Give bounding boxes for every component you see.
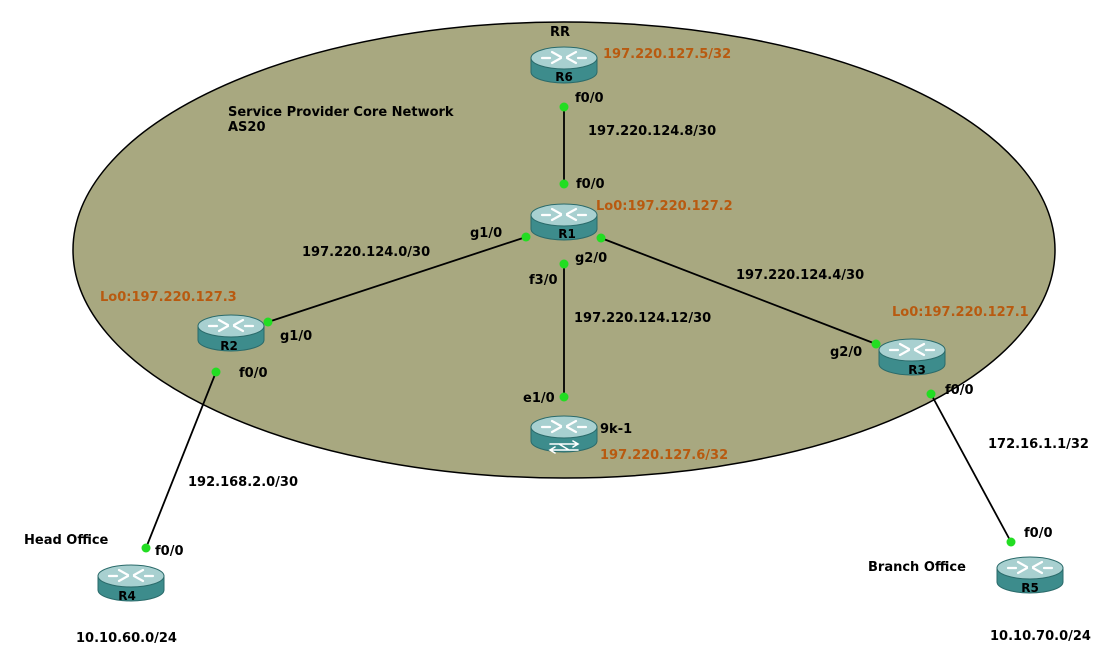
router-r5-name: R5 [1021,581,1039,595]
port-dots [141,102,1016,553]
r5-port-f00-label: f0/0 [1024,526,1053,541]
link-r1-r3 [600,237,877,345]
r6-loopback-label: 197.220.127.5/32 [603,47,731,62]
subnet-r3-r5-label: 172.16.1.1/32 [988,437,1089,452]
r6-role-label: RR [550,25,570,40]
r2-port-g10-label: g1/0 [280,329,312,344]
switch-name-label: 9k-1 [600,422,632,437]
r1-port-f00-label: f0/0 [576,177,605,192]
r3-port-g20-label: g2/0 [830,345,862,360]
router-r4-name: R4 [118,589,136,603]
head-office-lan-label: 10.10.60.0/24 [76,631,177,646]
r4-port-f00-label: f0/0 [155,544,184,559]
port-dot [1006,537,1016,547]
router-r1[interactable]: R1 [529,202,599,242]
subnet-r1-r2-label: 197.220.124.0/30 [302,245,430,260]
port-dot [871,339,881,349]
r3-port-f00-label: f0/0 [945,383,974,398]
port-dot [596,233,606,243]
port-dot [263,317,273,327]
r6-port-label: f0/0 [575,91,604,106]
port-dot [559,102,569,112]
switch-port-e10-label: e1/0 [523,391,555,406]
r1-port-f30-label: f3/0 [529,273,558,288]
router-r3[interactable]: R3 [877,337,947,377]
r3-loopback-label: Lo0:197.220.127.1 [892,305,1029,320]
switch-9k-1[interactable] [529,414,599,455]
subnet-r6-r1-label: 197.220.124.8/30 [588,124,716,139]
link-r2-r4 [145,371,217,549]
router-r2-name: R2 [220,339,238,353]
router-r6-name: R6 [555,70,573,84]
port-dot [141,543,151,553]
link-r3-r5 [930,393,1012,543]
router-r2[interactable]: R2 [196,313,266,353]
subnet-r1-sw-label: 197.220.124.12/30 [574,311,711,326]
router-r6[interactable]: R6 [529,45,599,85]
port-dot [559,392,569,402]
port-dot [521,232,531,242]
r2-loopback-label: Lo0:197.220.127.3 [100,290,237,305]
core-network-as: AS20 [228,120,266,135]
core-network-title: Service Provider Core Network [228,105,454,120]
port-dot [211,367,221,377]
link-r1-r2 [267,236,527,323]
router-r4[interactable]: R4 [96,563,166,603]
port-dot [559,179,569,189]
subnet-r1-r3-label: 197.220.124.4/30 [736,268,864,283]
switch-loopback-label: 197.220.127.6/32 [600,448,728,463]
switch-icon [529,414,599,455]
router-r1-name: R1 [558,227,576,241]
branch-office-lan-label: 10.10.70.0/24 [990,629,1091,644]
subnet-r2-r4-label: 192.168.2.0/30 [188,475,298,490]
head-office-label: Head Office [24,533,109,548]
router-r3-name: R3 [908,363,926,377]
r1-port-g10-label: g1/0 [470,226,502,241]
r1-loopback-label: Lo0:197.220.127.2 [596,199,733,214]
port-dot [559,259,569,269]
branch-office-label: Branch Office [868,560,966,575]
router-r5[interactable]: R5 [995,555,1065,595]
port-dot [926,389,936,399]
r1-port-g20-label: g2/0 [575,251,607,266]
core-network-boundary [72,21,1056,479]
r2-port-f00-label: f0/0 [239,366,268,381]
